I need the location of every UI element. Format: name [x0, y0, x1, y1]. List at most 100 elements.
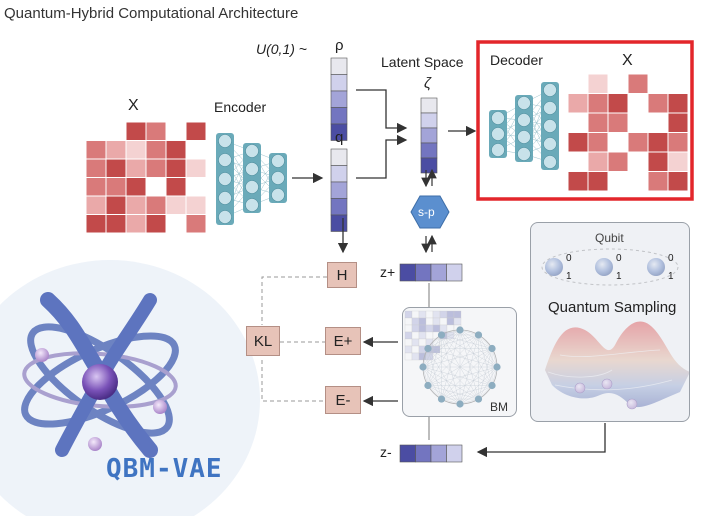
network-node: [271, 188, 285, 202]
vector-cell: [430, 263, 447, 282]
network-node: [218, 153, 232, 167]
zminus-vector: [399, 444, 463, 463]
network-layer: [515, 95, 533, 162]
quantum-panel: [530, 222, 690, 422]
heatmap-cell: [145, 195, 167, 215]
output-heatmap: [567, 73, 689, 192]
q-label: q: [335, 129, 344, 146]
heatmap-cell: [667, 171, 689, 192]
zeta-vector: [420, 97, 438, 174]
heatmap-cell: [125, 195, 147, 215]
eminus-box: E-: [325, 386, 361, 414]
decoder-highlight-frame: [476, 40, 694, 201]
vector-cell: [330, 90, 348, 108]
encoder-network-icon: [216, 133, 287, 225]
q-vector: [330, 148, 348, 232]
heatmap-cell: [587, 112, 609, 133]
network-node: [245, 180, 259, 194]
vector-cell: [420, 157, 438, 174]
vector-cell: [330, 165, 348, 183]
vector-cell: [420, 97, 438, 114]
heatmap-cell: [85, 195, 107, 215]
heatmap-cell: [607, 93, 629, 114]
heatmap-cell: [587, 151, 609, 172]
qubit-label: Qubit: [595, 231, 624, 245]
vector-cell: [330, 123, 348, 141]
heatmap-cell: [627, 93, 649, 114]
qubit3-zero: 0: [668, 253, 674, 264]
network-node: [491, 143, 505, 157]
vector-cell: [415, 444, 432, 463]
heatmap-cell: [85, 214, 107, 234]
eplus-label: E+: [333, 332, 353, 350]
heatmap-cell: [125, 158, 147, 178]
vector-cell: [330, 74, 348, 92]
heatmap-cell: [567, 112, 589, 133]
heatmap-cell: [667, 132, 689, 153]
network-node: [543, 83, 557, 97]
heatmap-cell: [105, 121, 127, 141]
heatmap-cell: [627, 132, 649, 153]
vector-cell: [399, 263, 416, 282]
heatmap-cell: [667, 112, 689, 133]
output-x-label: X: [622, 52, 633, 69]
zminus-label: z-: [380, 444, 392, 460]
heatmap-cell: [185, 140, 207, 160]
rho-label: ρ: [335, 37, 344, 54]
heatmap-cell: [627, 73, 649, 94]
heatmap-cell: [587, 171, 609, 192]
bm-label: BM: [490, 400, 508, 414]
heatmap-cell: [587, 93, 609, 114]
decoder-network-icon: [489, 82, 559, 170]
network-node: [245, 144, 259, 158]
heatmap-cell: [125, 177, 147, 197]
heatmap-cell: [627, 112, 649, 133]
heatmap-cell: [647, 73, 669, 94]
heatmap-cell: [607, 112, 629, 133]
prior-label: U(0,1) ~: [256, 41, 307, 57]
vector-cell: [430, 444, 447, 463]
heatmap-cell: [105, 195, 127, 215]
heatmap-cell: [125, 140, 147, 160]
network-node: [517, 96, 531, 110]
network-node: [517, 147, 531, 161]
kl-dashed-links: [261, 276, 327, 402]
eminus-label: E-: [335, 391, 351, 409]
vector-cell: [330, 214, 348, 232]
latent-space-label: Latent Space: [381, 54, 464, 70]
heatmap-cell: [185, 214, 207, 234]
sp-arrows: [421, 168, 437, 254]
heatmap-cell: [125, 214, 147, 234]
heatmap-cell: [567, 151, 589, 172]
heatmap-cell: [607, 73, 629, 94]
heatmap-cell: [145, 214, 167, 234]
qubit3-one: 1: [668, 271, 674, 282]
qubit2-one: 1: [616, 271, 622, 282]
quantum-sampling-label: Quantum Sampling: [548, 299, 677, 316]
qubit1-one: 1: [566, 271, 572, 282]
connectors: [292, 89, 606, 458]
page-title: Quantum-Hybrid Computational Architectur…: [4, 5, 299, 22]
vector-cell: [399, 444, 416, 463]
heatmap-cell: [185, 177, 207, 197]
vector-cell: [330, 198, 348, 216]
heatmap-cell: [185, 195, 207, 215]
network-layer: [243, 143, 261, 213]
network-node: [543, 119, 557, 133]
heatmap-cell: [165, 195, 187, 215]
network-node: [543, 155, 557, 169]
heatmap-cell: [165, 140, 187, 160]
input-heatmap: [85, 121, 207, 234]
heatmap-cell: [567, 171, 589, 192]
network-node: [218, 172, 232, 186]
heatmap-cell: [105, 158, 127, 178]
heatmap-cell: [607, 171, 629, 192]
vector-cell: [420, 127, 438, 144]
qbm-vae-logo-text: QBM-VAE: [106, 454, 223, 484]
heatmap-cell: [165, 214, 187, 234]
network-node: [218, 210, 232, 224]
heatmap-cell: [607, 151, 629, 172]
vector-cell: [330, 107, 348, 125]
heatmap-cell: [165, 177, 187, 197]
network-node: [271, 154, 285, 168]
